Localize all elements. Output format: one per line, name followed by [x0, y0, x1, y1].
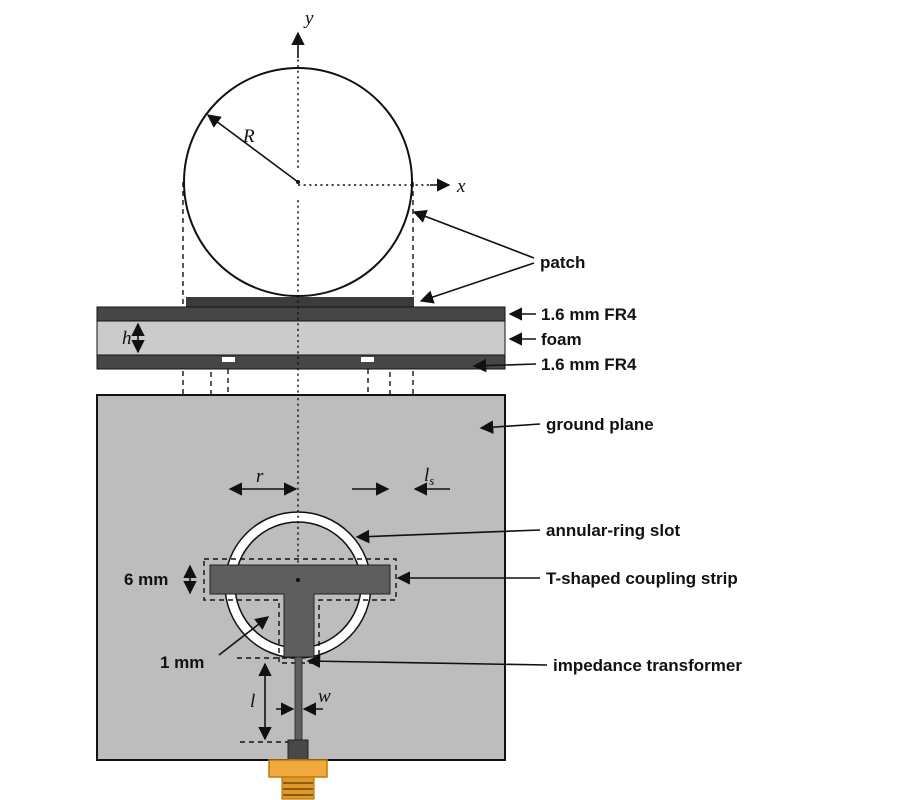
patch-center-dot [296, 180, 300, 184]
t-strip-label: T-shaped coupling strip [546, 569, 738, 588]
patch-label: patch [540, 253, 585, 272]
transformer-label: impedance transformer [553, 656, 742, 675]
sma-connector [268, 739, 328, 800]
fr4-bottom-label: 1.6 mm FR4 [541, 355, 637, 374]
x-axis-label: x [456, 176, 466, 197]
fr4-bottom-callout-arrow [472, 358, 537, 373]
patch-edge-strip [186, 297, 414, 307]
one-mm-label: 1 mm [160, 653, 204, 672]
layer-stack-side-view: h [96, 297, 506, 370]
ls-dimension-label: ls [424, 465, 434, 488]
fr4-top-label: 1.6 mm FR4 [541, 305, 637, 324]
ring-radius-label: r [256, 466, 264, 487]
slot-cut-left [222, 357, 235, 362]
fr4-top-layer [96, 306, 506, 322]
callout-labels: patch 1.6 mm FR4 foam 1.6 mm FR4 ground … [306, 210, 742, 675]
slot-cut-right [361, 357, 374, 362]
y-axis-label: y [303, 8, 314, 29]
slot-dimensions: r ls [228, 465, 450, 496]
one-mm-gap-arrow [218, 616, 270, 656]
patch-callout-arrow-top [412, 210, 535, 259]
patch-callout-arrow-bottom [419, 262, 535, 304]
patch-top-view: y x R [183, 8, 466, 297]
radius-label: R [242, 126, 255, 147]
feed-length-label: l [250, 691, 255, 712]
ground-plane-callout-arrow [479, 420, 541, 434]
ring-slot-label: annular-ring slot [546, 521, 680, 540]
foam-label: foam [541, 330, 582, 349]
foam-height-label: h [122, 328, 132, 349]
feed-width-label: w [318, 686, 331, 707]
ring-slot-callout-arrow [355, 529, 541, 544]
transformer-callout-arrow [306, 654, 548, 669]
sma-flange [287, 739, 309, 761]
six-mm-label: 6 mm [124, 570, 168, 589]
feed-line-group: l w [237, 656, 331, 743]
t-strip-center-dot [296, 578, 300, 582]
impedance-transformer-strip [294, 656, 303, 743]
foam-layer [96, 320, 506, 356]
ground-plane-label: ground plane [546, 415, 654, 434]
radius-arrow [206, 114, 299, 183]
fr4-bottom-layer [96, 354, 506, 370]
sma-nut [268, 759, 328, 778]
